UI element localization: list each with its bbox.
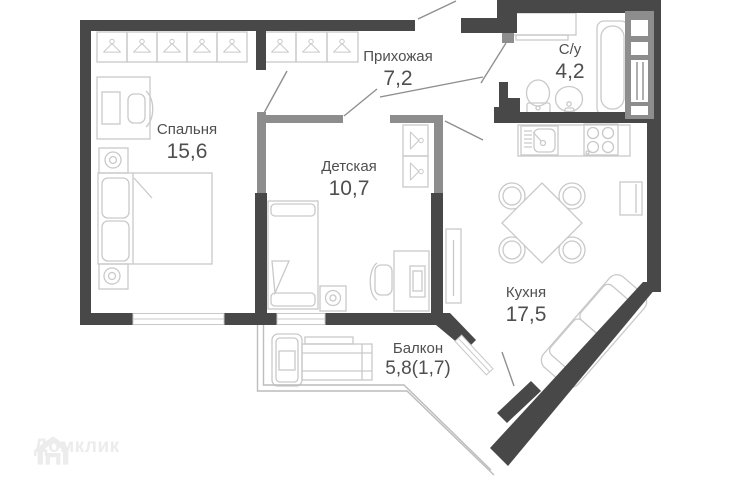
room-label-hallway: Прихожая 7,2 <box>363 48 433 90</box>
bedroom-door-line <box>263 70 288 114</box>
hanger-icon <box>270 38 290 53</box>
room-area: 15,6 <box>166 140 208 164</box>
dining-set-icon <box>498 182 586 264</box>
room-label-kitchen: Кухня 17,5 <box>506 284 547 326</box>
nightstand-icon <box>98 147 129 174</box>
children-desk-icon <box>369 250 430 312</box>
hallway-closet <box>402 124 429 188</box>
room-area: 4,2 <box>555 60 585 84</box>
radiator-icon <box>445 228 462 304</box>
chair-icon <box>498 182 526 210</box>
balcony-door-glazing <box>454 334 494 376</box>
hallway-wardrobe <box>264 31 359 63</box>
room-name: С/у <box>558 41 582 58</box>
dining-table-icon <box>501 182 583 264</box>
entrance-door-line <box>417 0 457 20</box>
room-area: 10,7 <box>328 177 370 201</box>
room-name: Балкон <box>392 340 444 357</box>
room-name: Спальня <box>156 121 218 138</box>
hanger-icon <box>332 38 352 53</box>
kitchen-door-line <box>444 120 484 141</box>
watermark: Домклик <box>34 436 120 465</box>
drying-rack-icon <box>301 336 373 381</box>
kitchen-sink-icon <box>520 125 559 156</box>
kitchen-counter-icon <box>517 124 631 157</box>
fridge-icon <box>619 181 643 216</box>
bathroom-door-line <box>480 42 507 84</box>
children-window <box>276 313 326 325</box>
ventilation-shaft <box>625 11 654 119</box>
bathtub-icon <box>596 20 629 116</box>
stove-icon <box>583 123 619 156</box>
chair-icon <box>558 236 586 264</box>
partition-walls <box>257 33 514 193</box>
toilet-icon <box>525 79 551 114</box>
children-door-line <box>343 88 378 117</box>
washing-machine-icon <box>271 333 303 387</box>
room-name: Прихожая <box>363 48 433 65</box>
room-label-bathroom: С/у 4,2 <box>555 41 584 83</box>
room-label-children: Детская 10,7 <box>321 158 377 200</box>
bathroom-cabinet-icon <box>508 12 577 41</box>
sofa-icon <box>540 274 648 388</box>
room-name: Детская <box>321 158 377 175</box>
hanger-icon <box>301 38 321 53</box>
hanger-icon <box>132 38 152 53</box>
domclick-house-icon <box>37 436 69 465</box>
hanger-icon <box>162 38 182 53</box>
door-swing-lines <box>263 0 515 387</box>
chair-icon <box>558 182 586 210</box>
hanger-icon <box>409 162 424 181</box>
sink-icon <box>554 85 584 116</box>
bedroom-wardrobe <box>96 31 248 63</box>
room-area: 7,2 <box>383 67 413 91</box>
double-bed-icon <box>97 172 213 265</box>
hanger-icon <box>409 131 424 150</box>
nightstand-icon <box>319 285 347 312</box>
bedroom-desk-icon <box>96 76 154 140</box>
room-label-bedroom: Спальня 15,6 <box>157 121 217 163</box>
room-label-balcony: Балкон 5,8(1,7) <box>385 340 450 380</box>
hallway-door-line <box>379 76 484 98</box>
hanger-icon <box>102 38 122 53</box>
children-bed-icon <box>267 200 319 310</box>
hanger-icon <box>192 38 212 53</box>
nightstand-icon <box>98 263 129 290</box>
balcony-outline <box>256 325 495 476</box>
balcony-door-line <box>501 351 515 387</box>
room-name: Кухня <box>505 284 547 301</box>
chair-icon <box>498 236 526 264</box>
room-area: 17,5 <box>505 303 547 327</box>
hanger-icon <box>222 38 242 53</box>
main-walls <box>80 0 661 466</box>
bedroom-window <box>132 313 225 325</box>
room-area: 5,8(1,7) <box>385 358 451 380</box>
